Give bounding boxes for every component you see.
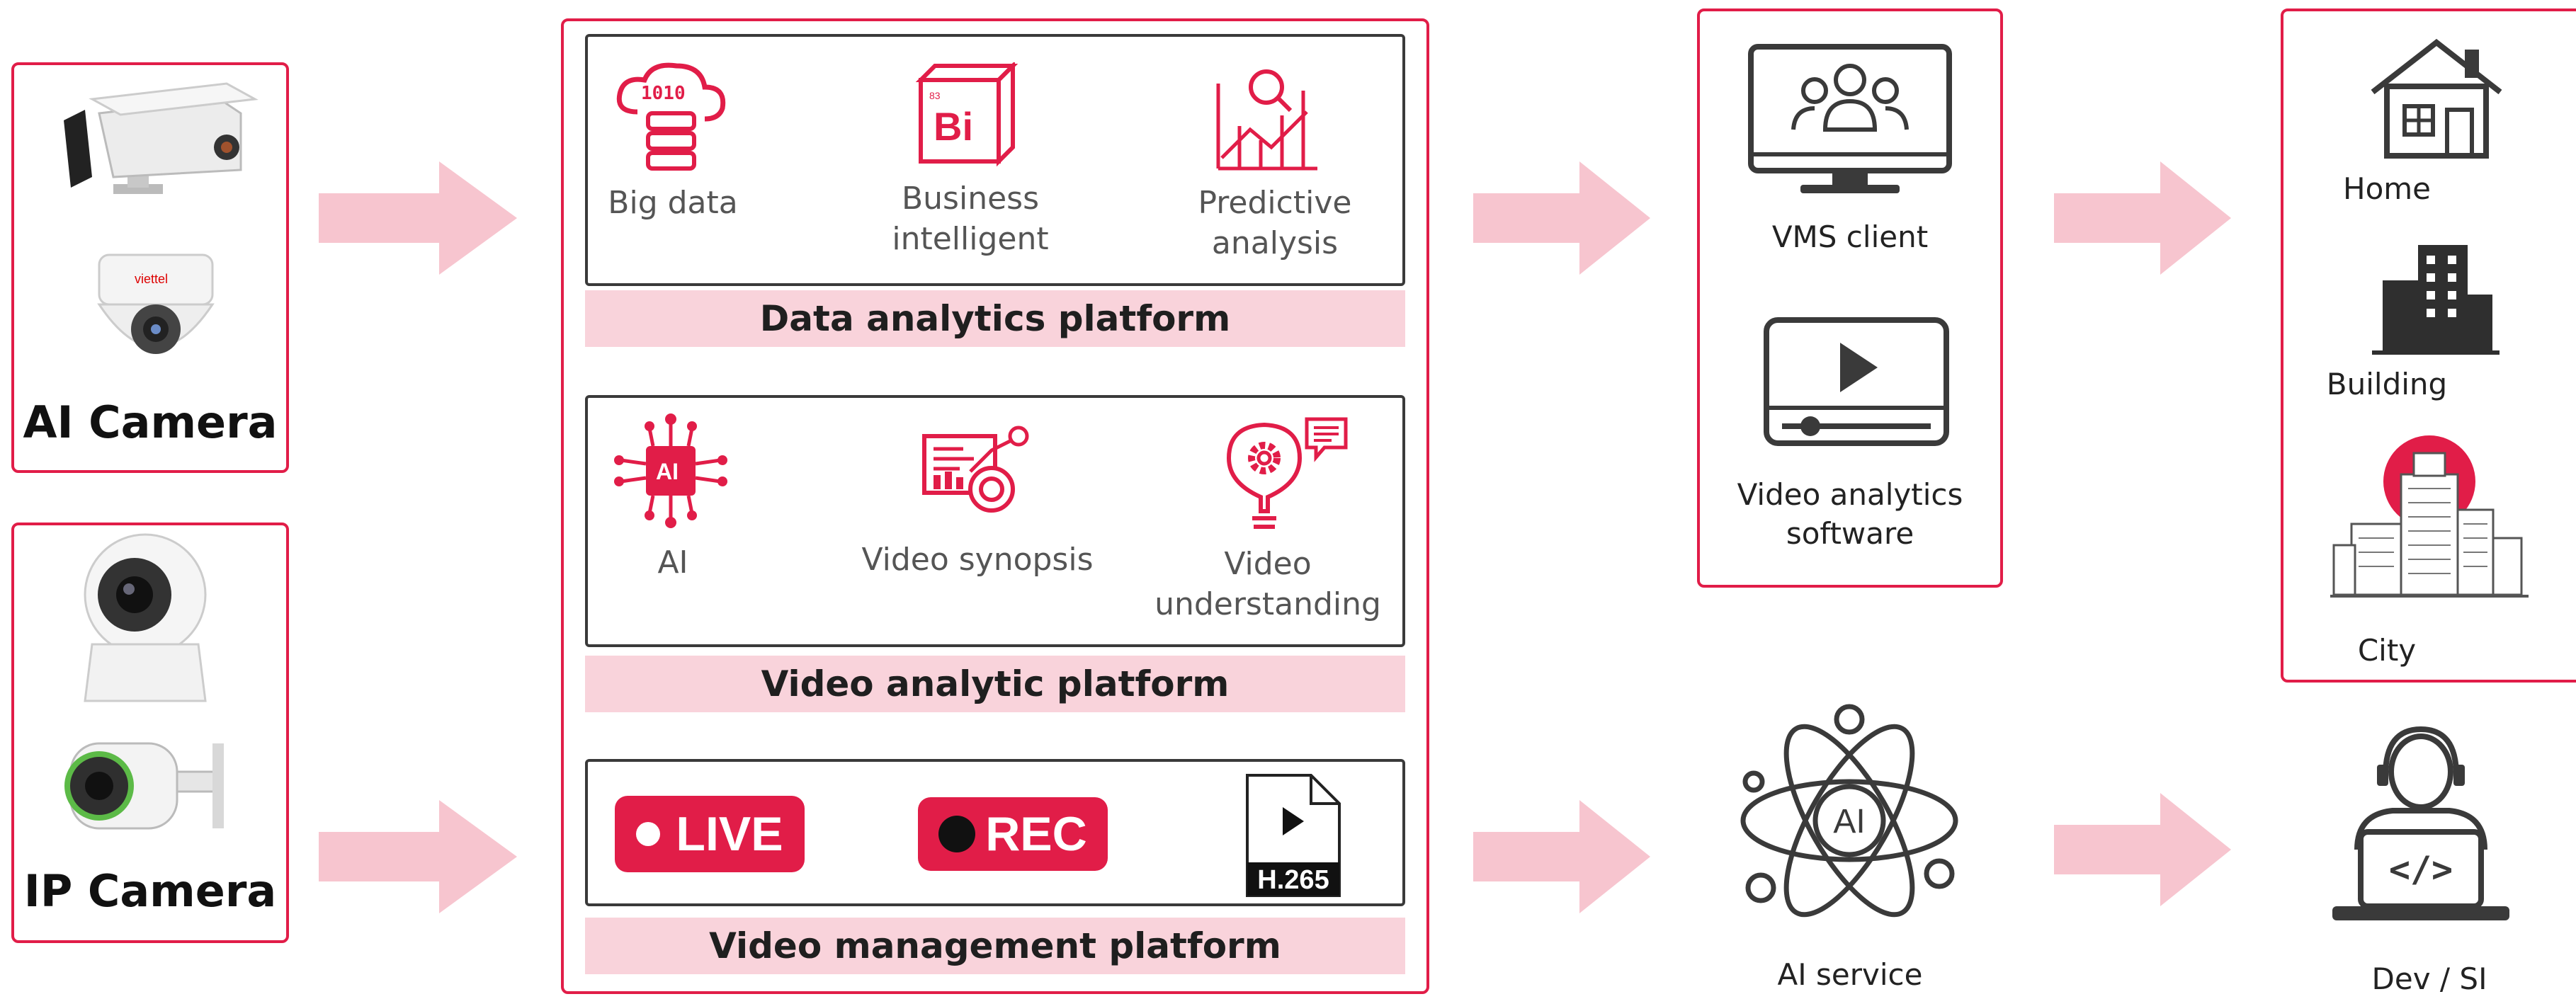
ai-camera-box (11, 62, 289, 473)
video-synopsis-label: Video synopsis (861, 542, 1094, 578)
bi-cube-small-text: 83 (929, 90, 941, 101)
outdoor-camera-icon (64, 742, 224, 830)
video-analytic-platform-title: Video analytic platform (585, 656, 1405, 712)
building-icon (2372, 245, 2500, 355)
big-data-text: 1010 (641, 83, 686, 104)
platform-container (561, 18, 1429, 994)
svg-text:viettel: viettel (135, 272, 168, 286)
bi-cube-text: Bi (934, 104, 973, 149)
data-analytics-platform-title: Data analytics platform (585, 290, 1405, 347)
big-data-icon: 1010 (616, 62, 726, 171)
ai-service-label: AI service (1777, 957, 1923, 992)
building-label: Building (2326, 367, 2448, 401)
ai-atom-icon: AI (1740, 704, 1958, 918)
indoor-camera-icon (84, 533, 207, 702)
vms-client-label: VMS client (1771, 219, 1929, 254)
city-icon (2330, 435, 2529, 598)
ip-camera-box (11, 523, 289, 943)
rec-label: REC (985, 807, 1087, 861)
arrow-right-icon (2054, 161, 2231, 275)
home-icon (2371, 38, 2502, 159)
live-badge: LIVE (615, 796, 805, 872)
bullet-camera-icon (64, 82, 259, 194)
rec-badge: REC (918, 797, 1108, 871)
predictive-analysis-label: Predictive analysis (1198, 185, 1352, 262)
video-management-platform-title: Video management platform (585, 918, 1405, 974)
business-intelligence-icon: 83 Bi (915, 62, 1019, 167)
city-label: City (2357, 633, 2417, 668)
svg-text:</>: </> (2389, 849, 2453, 890)
dome-camera-icon: viettel (97, 253, 215, 354)
ai-chip-text: AI (656, 459, 679, 484)
ai-chip-icon: AI (614, 413, 727, 528)
rec-dot-icon (938, 816, 976, 852)
ip-camera-label: IP Camera (23, 865, 277, 917)
ai-label: AI (657, 544, 688, 581)
vms-monitor-icon (1748, 44, 1952, 193)
arrow-right-icon (319, 161, 517, 275)
arrow-right-icon (1473, 161, 1650, 275)
ai-camera-label: AI Camera (23, 396, 278, 448)
arrow-right-icon (1473, 800, 1650, 913)
h265-label: H.265 (1257, 865, 1329, 895)
big-data-label: Big data (608, 185, 738, 221)
predictive-analysis-icon (1216, 69, 1317, 171)
dev-si-label: Dev / SI (2371, 961, 2487, 996)
h265-file-icon: H.265 (1246, 774, 1341, 897)
target-box (2281, 8, 2576, 683)
developer-icon: </> (2332, 726, 2509, 920)
client-box (1697, 8, 2003, 588)
video-player-icon (1764, 317, 1949, 446)
ai-atom-text: AI (1833, 803, 1865, 840)
home-label: Home (2342, 171, 2432, 206)
video-understanding-label: Video understanding (1154, 546, 1381, 623)
live-label: LIVE (676, 807, 783, 861)
live-dot-icon (636, 822, 661, 846)
video-understanding-icon (1226, 417, 1348, 529)
arrow-right-icon (319, 800, 517, 913)
video-synopsis-icon (922, 426, 1029, 513)
arrow-right-icon (2054, 793, 2231, 906)
business-intelligent-label: Business intelligent (892, 181, 1049, 258)
video-analytics-software-label: Video analytics software (1737, 477, 1963, 551)
